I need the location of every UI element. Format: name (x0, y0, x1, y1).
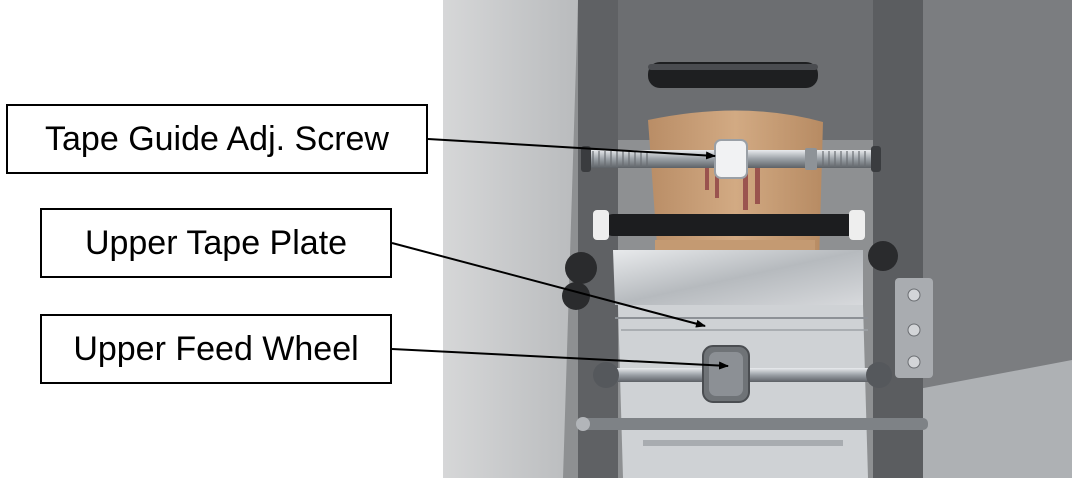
pinch-roller (603, 214, 858, 236)
pinch-roller-cap-left (593, 210, 609, 240)
lower-crossbar (578, 418, 928, 430)
bracket-screw-3 (907, 355, 921, 369)
guide-collar (714, 139, 748, 179)
bracket-screw-2 (907, 323, 921, 337)
bracket-screw-1 (907, 288, 921, 302)
housing-left-wall (443, 0, 578, 478)
tape-dispenser-photo (443, 0, 1072, 478)
lower-crossbar-bolt (576, 417, 590, 431)
callout-label: Tape Guide Adj. Screw (45, 119, 389, 158)
shaft-cap-right (866, 362, 892, 388)
callout-upper-tape-plate: Upper Tape Plate (40, 208, 392, 278)
pinch-roller-cap-right (849, 210, 865, 240)
guide-collar-nut (805, 148, 817, 170)
rod-end-left (581, 146, 591, 172)
callout-tape-guide-adj-screw: Tape Guide Adj. Screw (6, 104, 428, 174)
side-knob-left-lower (562, 282, 590, 310)
feed-wheel-band (709, 352, 743, 396)
rod-end-right (871, 146, 881, 172)
callout-label: Upper Tape Plate (84, 223, 348, 262)
shaft-cap-left (593, 362, 619, 388)
upper-tape-plate (613, 250, 863, 305)
side-knob-left (565, 252, 597, 284)
housing-right-tray (913, 360, 1072, 478)
side-knob-right (868, 241, 898, 271)
callout-label: Upper Feed Wheel (73, 329, 359, 368)
housing-right-wall (913, 0, 1072, 478)
callout-upper-feed-wheel: Upper Feed Wheel (40, 314, 392, 384)
top-roller-highlight (648, 64, 818, 70)
lower-plate-slot (643, 440, 843, 446)
frame-right-side (873, 0, 923, 478)
